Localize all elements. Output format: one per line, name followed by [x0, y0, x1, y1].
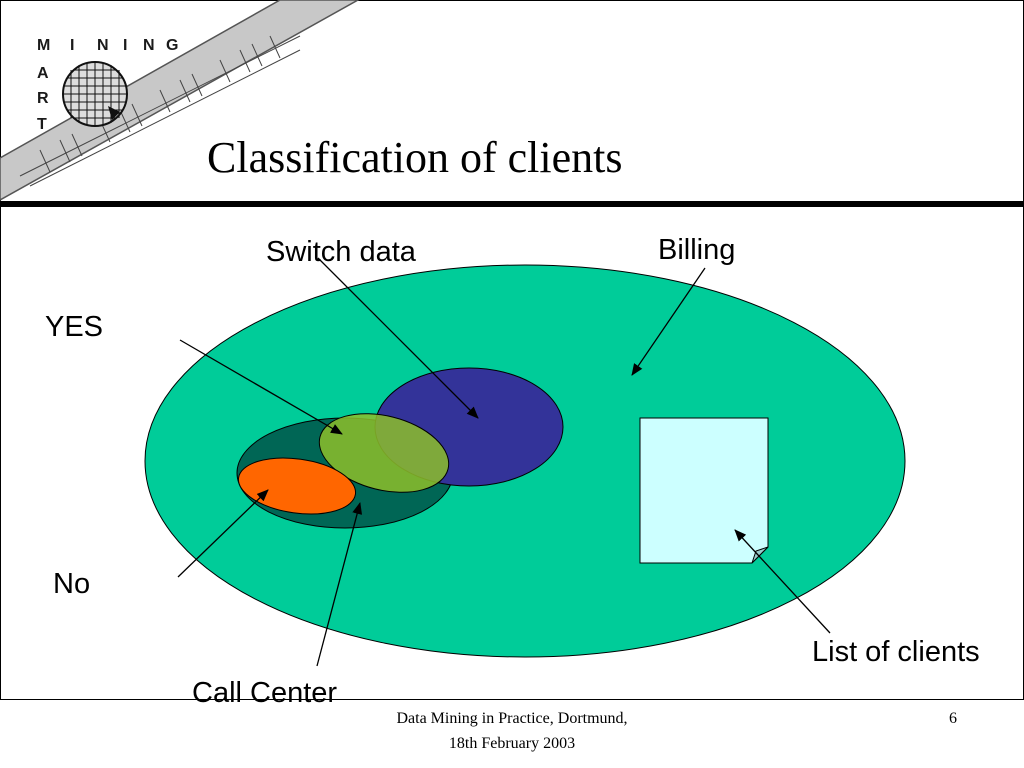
footer-line-2: 18th February 2003: [449, 735, 575, 752]
logo-diagonal-band: [0, 0, 360, 201]
logo-letter-i-2: I: [123, 37, 127, 54]
arrow-billing: [631, 267, 706, 376]
label-billing: Billing: [658, 234, 735, 266]
logo-letter-m: M: [37, 37, 50, 54]
logo-letter-n: N: [97, 37, 109, 54]
page-number: 6: [949, 710, 957, 727]
mining-mart-logo: M I N I N G A R T: [0, 0, 360, 201]
logo-hatch-pattern: [19, 35, 301, 187]
document-folded-corner: [751, 546, 769, 564]
label-yes: YES: [45, 311, 103, 343]
slide-title: Classification of clients: [207, 133, 622, 182]
label-call-center: Call Center: [192, 677, 337, 709]
logo-letter-t: T: [37, 116, 47, 133]
label-switch-data: Switch data: [266, 236, 417, 268]
logo-letter-n-2: N: [143, 37, 155, 54]
label-no: No: [53, 568, 90, 600]
list-of-clients-document: [639, 417, 769, 564]
logo-letter-g: G: [166, 37, 178, 54]
logo-letter-i: I: [70, 37, 74, 54]
arrow-no: [177, 489, 269, 578]
yes-ellipse: [318, 413, 450, 493]
arrow-yes: [179, 339, 343, 435]
arrow-switch-data: [317, 257, 479, 419]
logo-letter-a: A: [37, 65, 49, 82]
label-list-of-clients: List of clients: [812, 636, 980, 668]
footer-line-1: Data Mining in Practice, Dortmund,: [396, 710, 627, 727]
arrow-list-of-clients: [734, 529, 831, 634]
arrow-call-center: [316, 502, 363, 667]
title-divider: [0, 201, 1024, 207]
logo-globe: [62, 61, 128, 127]
logo-letter-r: R: [37, 90, 49, 107]
